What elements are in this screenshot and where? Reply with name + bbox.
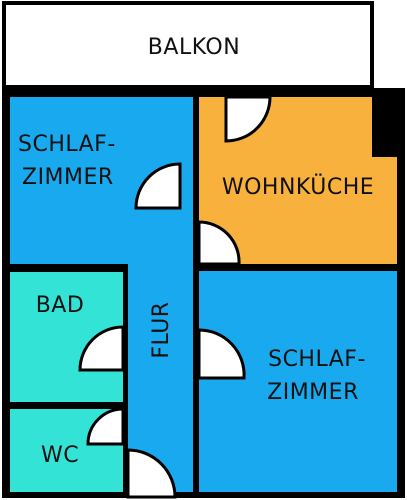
room-balkon (2, 1, 374, 89)
label-flur: FLUR (149, 301, 174, 358)
door-entrance (126, 448, 177, 499)
label-wc: WC (41, 443, 79, 468)
door-flur-wc (86, 407, 125, 446)
label-bad: BAD (36, 293, 85, 318)
label-schlafzimmer-2-line2: ZIMMER (267, 380, 359, 405)
doors (78, 95, 272, 499)
door-flur-bad (78, 325, 125, 372)
label-wohnkueche: WOHNKÜCHE (222, 174, 374, 200)
wall-notch (397, 300, 405, 322)
label-schlafzimmer-1-line2: ZIMMER (22, 165, 114, 190)
door-flur-schlafzimmer-1 (134, 162, 182, 210)
door-flur-schlafzimmer-2 (197, 328, 246, 380)
label-schlafzimmer-2-line1: SCHLAF- (268, 347, 366, 372)
door-balkon-wohnkueche (224, 95, 272, 143)
room-flur (128, 213, 193, 492)
label-schlafzimmer-1-line1: SCHLAF- (18, 132, 116, 157)
room-schlafzimmer-2 (199, 271, 397, 492)
label-balkon: BALKON (148, 35, 240, 60)
room-wohnkueche (199, 97, 397, 264)
door-flur-wohnkueche (197, 220, 241, 266)
